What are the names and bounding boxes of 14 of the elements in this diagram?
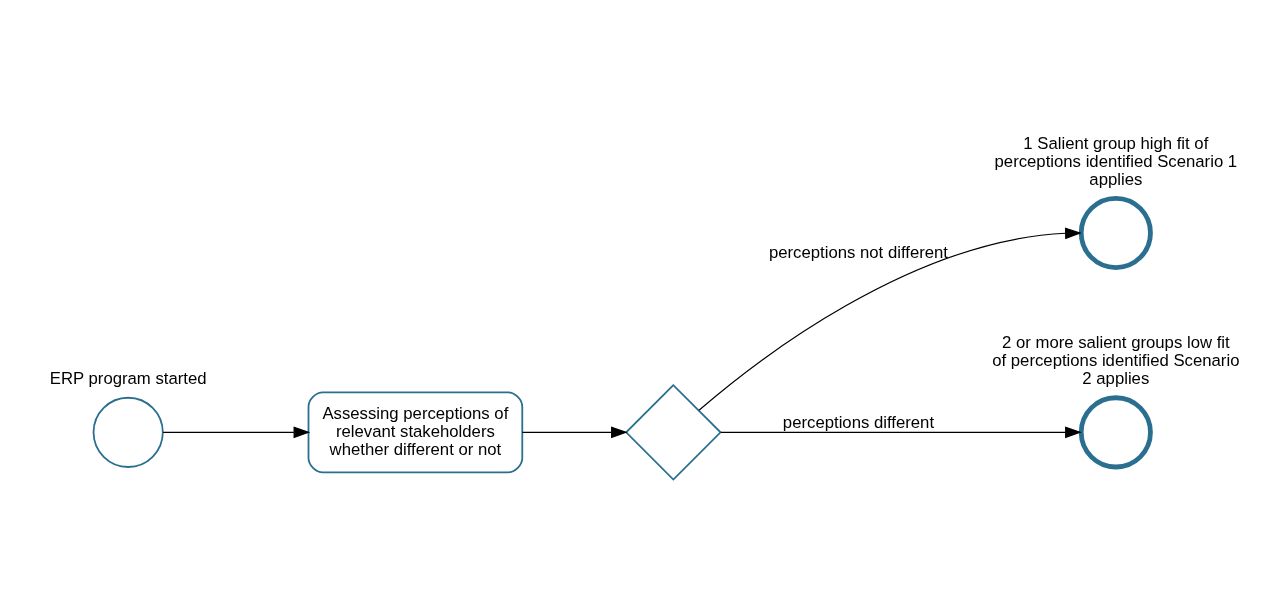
node-label: 1 Salient group high fit of perceptions identified Scenario 1 applies — [994, 133, 1238, 189]
arrow — [698, 226, 1082, 411]
arrow — [521, 426, 628, 438]
arrow — [720, 426, 1082, 438]
node-circle — [92, 396, 164, 468]
node-label: 2 or more salient groups low fit of perceptions identified Scenario 2 applies — [992, 332, 1240, 388]
node-box: Assessing perceptions of relevant stakeholders whether different or not — [307, 390, 524, 473]
arrow — [162, 426, 311, 438]
node-diamond — [624, 383, 722, 481]
node-circle — [1078, 195, 1153, 270]
node-circle — [1078, 394, 1153, 469]
edge-label: perceptions different — [782, 412, 935, 432]
edge-label: perceptions not different — [768, 242, 949, 262]
node-label: ERP program started — [49, 368, 207, 388]
